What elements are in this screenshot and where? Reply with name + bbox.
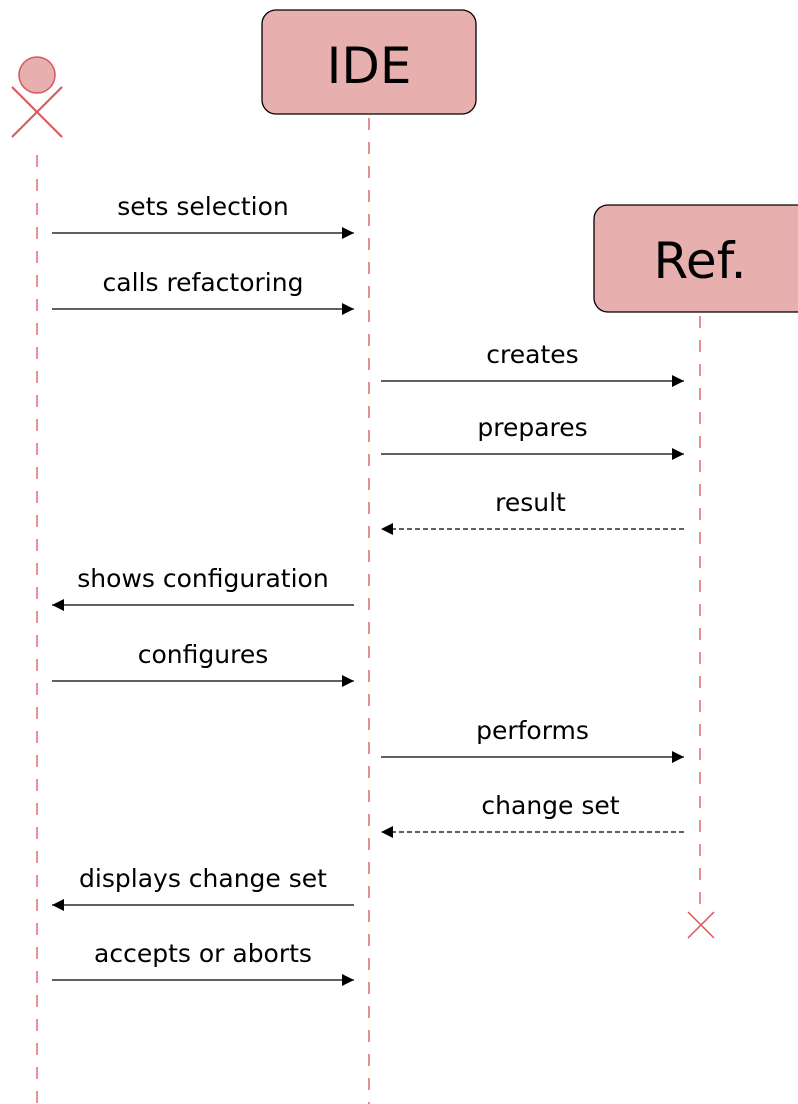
message-label: result [495,488,566,517]
actor-head-icon [18,56,56,94]
participant-ref-box [593,204,798,313]
message-label: displays change set [79,864,327,893]
message: performs [381,716,684,763]
message-label: shows configuration [77,564,328,593]
participant-ide-box [261,9,477,115]
message-label: prepares [477,413,587,442]
message-label: accepts or aborts [94,939,312,968]
message-label: calls refactoring [103,268,304,297]
message: prepares [381,413,684,460]
message: displays change set [52,864,354,911]
message: calls refactoring [52,268,354,315]
participant-ref-label: Ref. [653,232,746,290]
message-label: configures [138,640,268,669]
message: shows configuration [52,564,354,611]
message: creates [381,340,684,387]
message: accepts or aborts [52,939,354,986]
messages-layer: sets selection calls refactoring creates pr… [52,192,684,986]
message-label: performs [476,716,589,745]
message-label: creates [486,340,578,369]
participant-ref: Ref. [593,204,798,313]
message: result [381,488,684,535]
destruction-x-icon [687,911,715,939]
message-label: change set [481,791,619,820]
participant-ide-label: IDE [327,37,412,95]
message-label: sets selection [117,192,289,221]
participant-ide: IDE [261,9,477,115]
message: sets selection [52,192,354,239]
message: configures [52,640,354,687]
actor-cross-stroke [11,86,63,138]
actor-user [11,56,63,138]
message: change set [381,791,684,838]
